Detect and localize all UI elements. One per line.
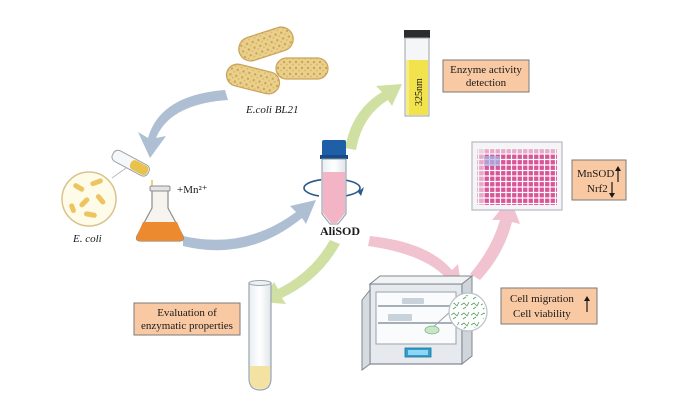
- arrow-alisod-to-evaluation: [260, 240, 340, 304]
- bacteria-bl21-cluster: [225, 26, 329, 95]
- manganese-ion-label: +Mn²⁺: [177, 184, 208, 196]
- pouring-tube-icon: [111, 149, 150, 177]
- mnsod-label: MnSOD: [577, 168, 614, 180]
- enzyme-activity-label-line1: Enzyme activity: [450, 64, 522, 76]
- arrow-alisod-to-incubator: [368, 236, 462, 292]
- alisod-label: AliSOD: [320, 224, 360, 238]
- nrf2-label: Nrf2: [587, 183, 608, 195]
- well-plate-icon: [471, 141, 563, 211]
- cell-viability-label: Cell viability: [513, 308, 571, 320]
- evaluation-label-line1: Evaluation of: [157, 307, 217, 319]
- enzyme-activity-label-line2: detection: [466, 77, 507, 89]
- incubator-icon: [361, 274, 474, 371]
- cell-assay-box: Cell migration Cell viability: [500, 287, 598, 325]
- arrow-up-icon: [615, 166, 621, 182]
- arrow-alisod-to-enzyme-detection: [345, 84, 402, 150]
- evaluation-label-line2: enzymatic properties: [141, 320, 233, 332]
- culture-flask-icon: [135, 185, 185, 242]
- alisod-tube-icon: [303, 140, 364, 225]
- zoom-guide-line: [111, 167, 127, 179]
- wavelength-label: 325nm: [414, 78, 425, 106]
- ecoli-bl21-label: E.coli BL21: [245, 104, 299, 116]
- arrow-down-icon: [609, 182, 615, 198]
- enzyme-activity-box: Enzyme activity detection: [442, 59, 530, 93]
- arrow-incubator-to-plate: [470, 198, 520, 280]
- test-tube-icon: [248, 280, 272, 391]
- arrow-up-icon-cell: [584, 296, 590, 312]
- ecoli-culture-circle: [61, 171, 117, 227]
- cuvette-icon: [404, 30, 430, 117]
- evaluation-box: Evaluation of enzymatic properties: [133, 302, 241, 336]
- cell-culture-circle: [424, 292, 488, 335]
- cell-migration-label: Cell migration: [510, 293, 574, 305]
- mnsod-nrf2-box: MnSOD Nrf2: [571, 159, 627, 201]
- ecoli-label: E. coli: [72, 233, 102, 245]
- arrow-culture-to-alisod: [183, 200, 316, 251]
- arrow-bacteria-to-culture: [138, 90, 228, 158]
